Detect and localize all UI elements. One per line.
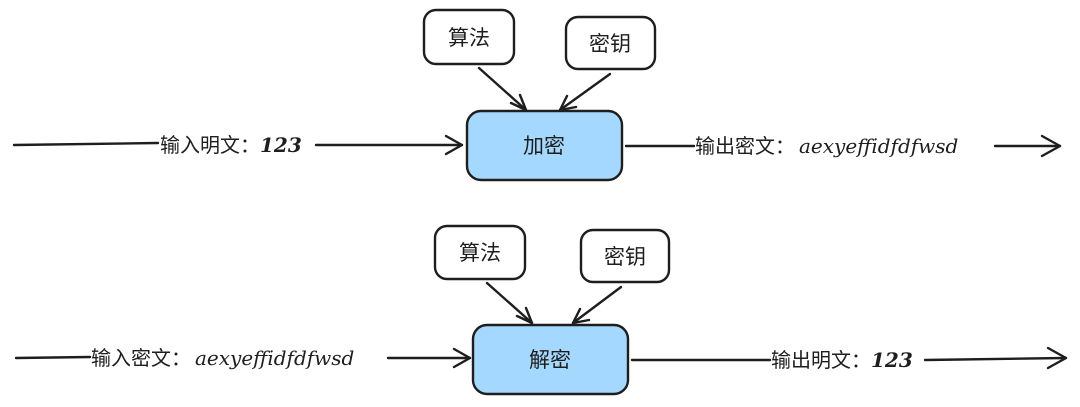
decrypt-process-box: [471, 323, 630, 396]
decrypt-key-arrow: [571, 285, 623, 325]
encrypt-algorithm-label: 算法: [448, 26, 490, 50]
encrypt-output-arrow: [624, 134, 1062, 158]
decrypt-output-arrow: [630, 346, 1068, 370]
encrypt-key-arrow: [558, 72, 612, 112]
svg-text:输入密文：aexyeffidfdfwsd: 输入密文：aexyeffidfdfwsd: [91, 346, 354, 370]
decrypt-section: 算法 密钥 解密 输入密文：aexyeffidfdf: [14, 224, 1068, 396]
encrypt-process-node[interactable]: 加密: [465, 109, 624, 182]
decrypt-input-prefix: 输入密文：: [91, 346, 191, 370]
decrypt-algorithm-label: 算法: [459, 241, 501, 265]
encrypt-input-arrow: [12, 134, 464, 156]
decrypt-output-label: 输出明文：123: [771, 348, 913, 372]
decrypt-process-label: 解密: [529, 348, 571, 372]
encrypt-algorithm-box: [422, 8, 516, 66]
encrypt-input-prefix: 输入明文：: [160, 133, 260, 157]
encrypt-key-node[interactable]: 密钥: [564, 15, 657, 71]
decrypt-algorithm-node[interactable]: 算法: [433, 224, 527, 281]
svg-text:输入明文：123: 输入明文：123: [160, 133, 302, 157]
decrypt-key-box: [579, 228, 671, 284]
decrypt-algorithm-box: [433, 224, 527, 281]
decrypt-input-arrow: [14, 347, 472, 369]
decrypt-output-prefix: 输出明文：: [771, 348, 871, 372]
encrypt-section: 算法 密钥 加密 输入明文：123: [12, 8, 1062, 182]
decrypt-input-value: aexyeffidfdfwsd: [195, 346, 354, 370]
decrypt-input-label: 输入密文：aexyeffidfdfwsd: [91, 346, 354, 370]
decrypt-key-label: 密钥: [604, 245, 646, 269]
encrypt-algorithm-node[interactable]: 算法: [422, 8, 516, 66]
encrypt-input-value: 123: [260, 133, 302, 157]
encrypt-output-label: 输出密文：aexyeffidfdfwsd: [695, 134, 958, 158]
decrypt-output-value: 123: [871, 348, 913, 372]
decrypt-key-node[interactable]: 密钥: [579, 228, 671, 284]
svg-text:输出明文：123: 输出明文：123: [771, 348, 913, 372]
encrypt-key-label: 密钥: [589, 32, 631, 56]
decrypt-process-node[interactable]: 解密: [471, 323, 630, 396]
encrypt-input-label: 输入明文：123: [160, 133, 302, 157]
encrypt-output-prefix: 输出密文：: [695, 134, 795, 158]
encrypt-process-box: [465, 109, 624, 182]
decrypt-algorithm-arrow: [485, 281, 534, 325]
encrypt-process-label: 加密: [523, 134, 565, 158]
encrypt-key-box: [564, 15, 657, 71]
encrypt-algorithm-arrow: [477, 66, 528, 112]
encrypt-output-value: aexyeffidfdfwsd: [799, 134, 958, 158]
svg-text:输出密文：aexyeffidfdfwsd: 输出密文：aexyeffidfdfwsd: [695, 134, 958, 158]
